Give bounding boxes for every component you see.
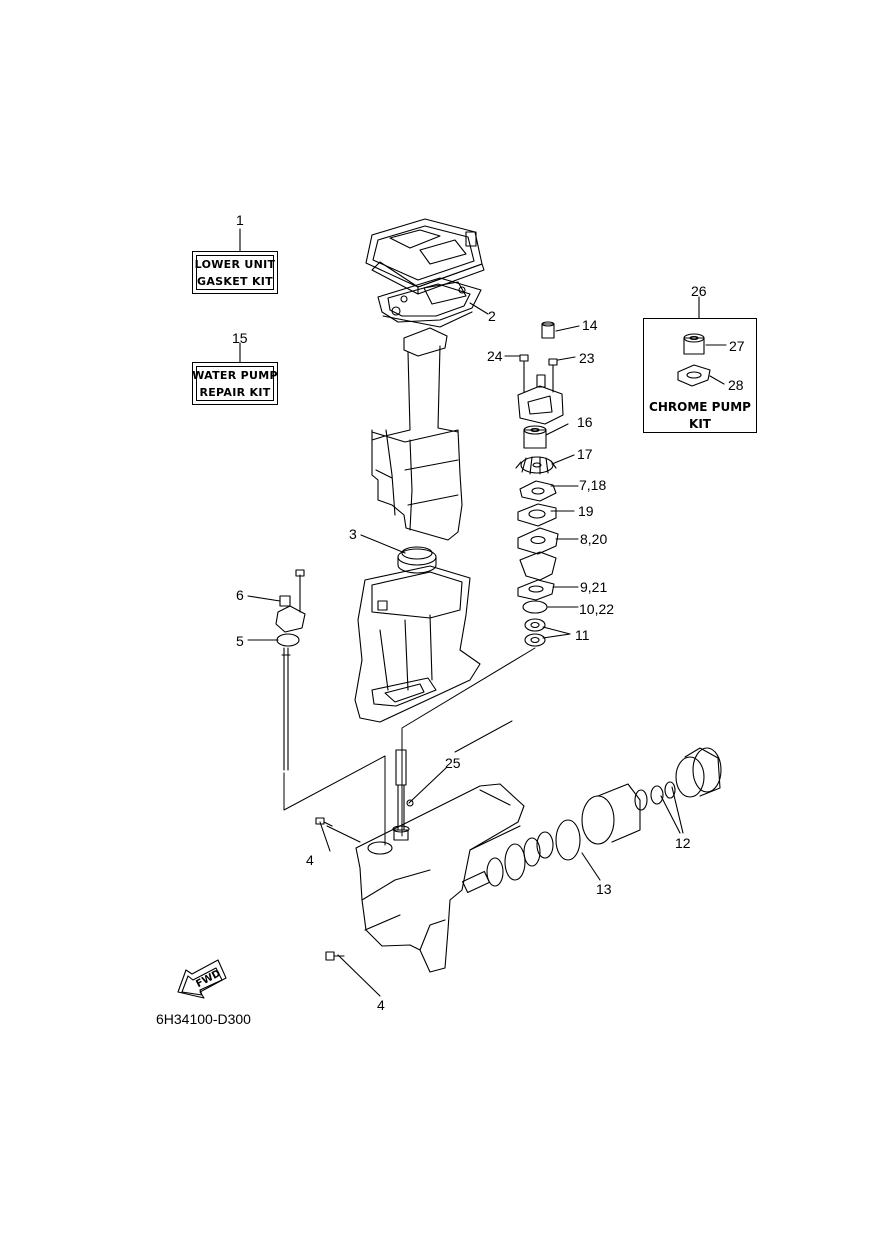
leader-lines: [239, 228, 727, 997]
shift-rod-assembly: [275, 569, 306, 771]
drawing-code: 6H34100-D300: [156, 1011, 251, 1027]
lower-casing: [354, 565, 481, 723]
driveshaft: [392, 749, 414, 841]
lower-unit-gasket-kit-box: LOWER UNIT GASKET KIT: [192, 251, 278, 294]
callout-24: 24: [487, 348, 503, 364]
callout-4a: 4: [306, 852, 314, 868]
callout-14: 14: [582, 317, 598, 333]
callout-5: 5: [236, 633, 244, 649]
bolts-part-4: [315, 817, 345, 961]
callout-9-21: 9,21: [580, 579, 608, 595]
callout-27: 27: [729, 338, 745, 354]
callout-4b: 4: [377, 997, 385, 1013]
callout-28: 28: [728, 377, 744, 393]
kit-label-line: CHROME PUMP: [649, 400, 751, 414]
callout-11: 11: [575, 627, 590, 643]
water-pump-stack: [515, 321, 564, 647]
callout-6: 6: [236, 587, 244, 603]
callout-25: 25: [445, 755, 461, 771]
kit-label-line: REPAIR KIT: [199, 385, 271, 399]
impeller-part-17: [515, 456, 557, 475]
callout-16: 16: [577, 414, 593, 430]
callout-13: 13: [596, 881, 612, 897]
kit-label-line: KIT: [689, 417, 711, 431]
callout-17: 17: [577, 446, 593, 462]
callout-2: 2: [488, 308, 496, 324]
callout-3: 3: [349, 526, 357, 542]
gearcase: [355, 783, 525, 973]
connection-lines: [283, 647, 536, 846]
callout-15: 15: [232, 330, 248, 346]
kit-label-line: GASKET KIT: [197, 274, 273, 288]
upper-gasket-assembly: [365, 218, 485, 328]
kit-label-line: WATER PUMP: [192, 368, 278, 382]
driveshaft-housing: [371, 327, 463, 541]
callout-1: 1: [236, 212, 244, 228]
callout-23: 23: [579, 350, 595, 366]
callout-7-18: 7,18: [579, 477, 607, 493]
callout-10-22: 10,22: [579, 601, 615, 617]
kit-label-line: LOWER UNIT: [194, 257, 276, 271]
water-pump-repair-kit-box: WATER PUMP REPAIR KIT: [192, 362, 278, 405]
callout-19: 19: [578, 503, 594, 519]
callout-8-20: 8,20: [580, 531, 608, 547]
fwd-arrow-icon: [177, 959, 227, 999]
callout-12: 12: [675, 835, 691, 851]
chrome-pump-parts: [677, 333, 711, 387]
callout-26: 26: [691, 283, 707, 299]
propeller-shaft-parts: [462, 747, 722, 894]
chrome-pump-kit-box: CHROME PUMP KIT: [643, 318, 757, 433]
